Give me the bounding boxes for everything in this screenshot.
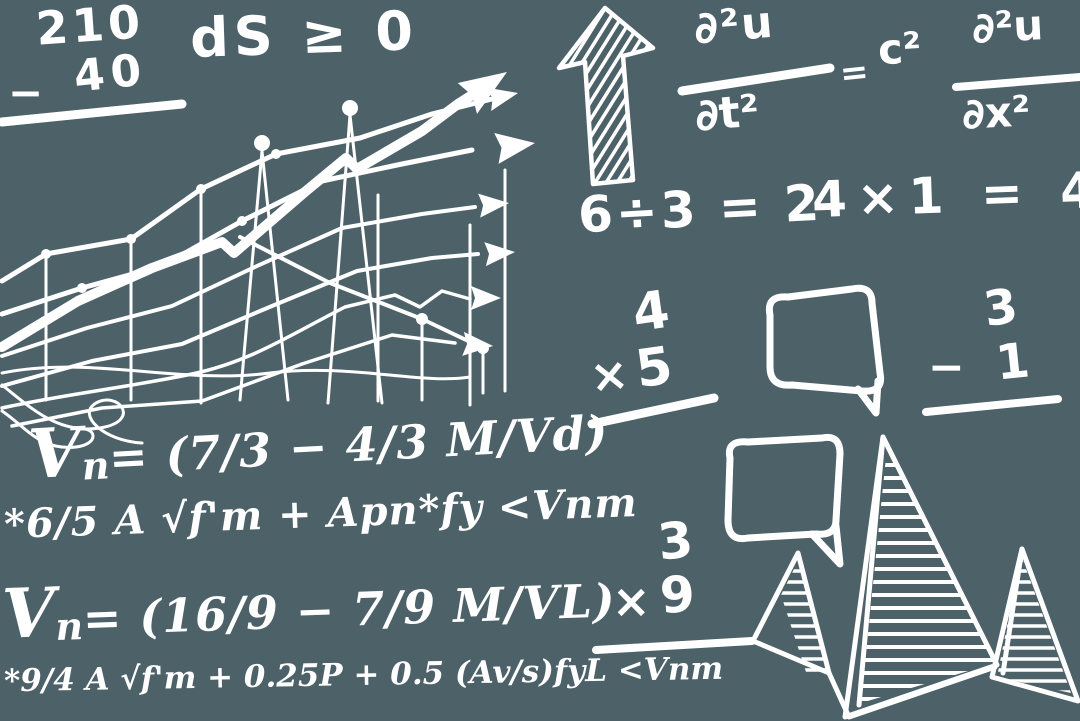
origami-bird-doodle xyxy=(750,434,1080,720)
wave-equals-sign: = xyxy=(837,51,871,95)
variable-subscript: n xyxy=(54,603,84,650)
wave-denominator-left: ∂t² xyxy=(692,85,762,142)
minuend: 210 xyxy=(34,0,146,56)
speech-bubble-icon-2 xyxy=(724,433,844,568)
sub-3-1-underline xyxy=(922,395,1062,416)
factor-bottom: 5 xyxy=(632,335,677,401)
shear-limit-2: *9/4 A √f'm + 0.25P + 0.5 (Av/s)fyL <Vnm xyxy=(3,650,724,700)
mult-3x9-underline xyxy=(592,637,756,654)
factor-top: 4 xyxy=(629,279,674,345)
subtrahend: 40 xyxy=(71,44,150,103)
variable: V xyxy=(0,572,57,655)
wave-coefficient: c² xyxy=(876,22,923,75)
variable-subscript: n xyxy=(80,442,111,489)
entropy-inequality: dS ≥ 0 xyxy=(188,0,419,70)
expression: = (16/9 − 7/9 M/VL) xyxy=(81,573,617,646)
division-equation: 6÷3 = 2 xyxy=(576,173,824,245)
factor-top: 3 xyxy=(655,510,696,572)
wave-numerator-right: ∂²u xyxy=(970,0,1045,53)
shear-limit-1: *6/5 A √f'm + Apn*fy <Vnm xyxy=(3,478,639,549)
trend-chart-doodle xyxy=(0,72,535,449)
multiplication-equation: 4×1 = 4 xyxy=(811,160,1080,230)
times-sign: × xyxy=(612,574,651,628)
factor-bottom: 9 xyxy=(658,564,697,626)
minus-sign: − xyxy=(928,342,965,393)
shear-formula-2: Vn= (16/9 − 7/9 M/VL) xyxy=(1,559,617,655)
up-arrow-doodle xyxy=(556,5,656,187)
expression: = (7/3 − 4/3 M/Vd) xyxy=(107,404,610,485)
speech-bubble-icon xyxy=(765,284,885,417)
minus-sign: − xyxy=(8,68,44,117)
variable: V xyxy=(26,412,84,496)
wave-numerator-left: ∂²u xyxy=(691,0,777,55)
minuend: 3 xyxy=(980,277,1022,339)
subtrahend: 1 xyxy=(993,332,1033,392)
wave-denominator-right: ∂x² xyxy=(960,86,1032,139)
fraction-bar-right xyxy=(952,73,1080,91)
